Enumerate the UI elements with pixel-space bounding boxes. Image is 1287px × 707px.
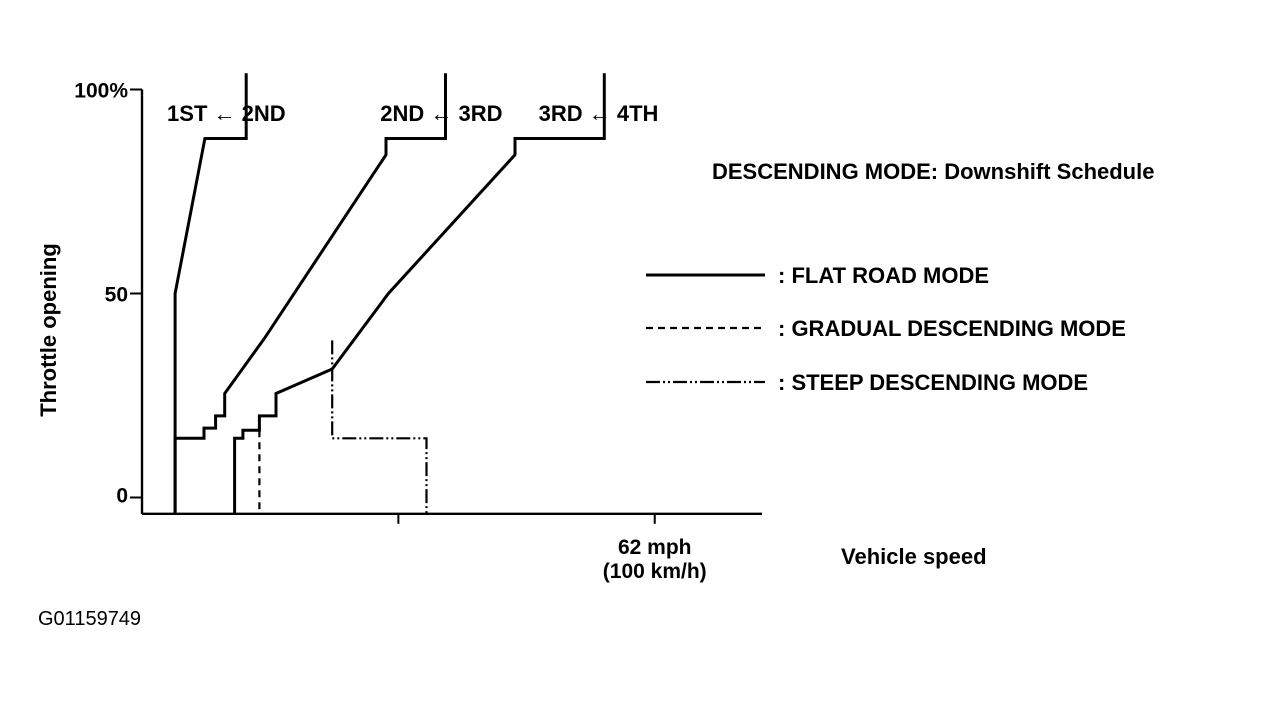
series-line-2 <box>173 73 447 514</box>
legend: : FLAT ROAD MODE : GRADUAL DESCENDING MOD… <box>646 263 1126 395</box>
y-tick-label: 100% <box>74 80 128 103</box>
x-tick-label: 62 mph(100 km/h) <box>603 536 707 583</box>
legend-label-dashed: : GRADUAL DESCENDING MODE <box>778 316 1126 341</box>
labels-layer: 1ST ← 2ND 2ND ← 3RD 3RD ← 4TH <box>167 101 658 126</box>
shift-label-3: 3RD ← 4TH <box>539 101 659 126</box>
legend-label-solid: : FLAT ROAD MODE <box>778 263 989 288</box>
series-layer <box>173 73 606 514</box>
figure-id: G01159749 <box>38 608 141 630</box>
shift-label-2: 2ND ← 3RD <box>380 101 502 126</box>
shift-label-1: 1ST ← 2ND <box>167 101 286 126</box>
chart-title: DESCENDING MODE: Downshift Schedule <box>712 159 1154 184</box>
chart-axes: 100% 50 0 62 mph(100 km/h) <box>74 80 762 583</box>
y-tick-label: 0 <box>116 485 128 508</box>
series-line-5 <box>331 340 428 514</box>
y-tick-label: 50 <box>105 284 128 307</box>
x-axis-label: Vehicle speed <box>841 544 987 569</box>
legend-label-dash-dot-dot: : STEEP DESCENDING MODE <box>778 370 1088 395</box>
series-line-3 <box>233 73 606 514</box>
series-line-1 <box>173 73 248 514</box>
y-axis-label: Throttle opening <box>36 243 61 417</box>
